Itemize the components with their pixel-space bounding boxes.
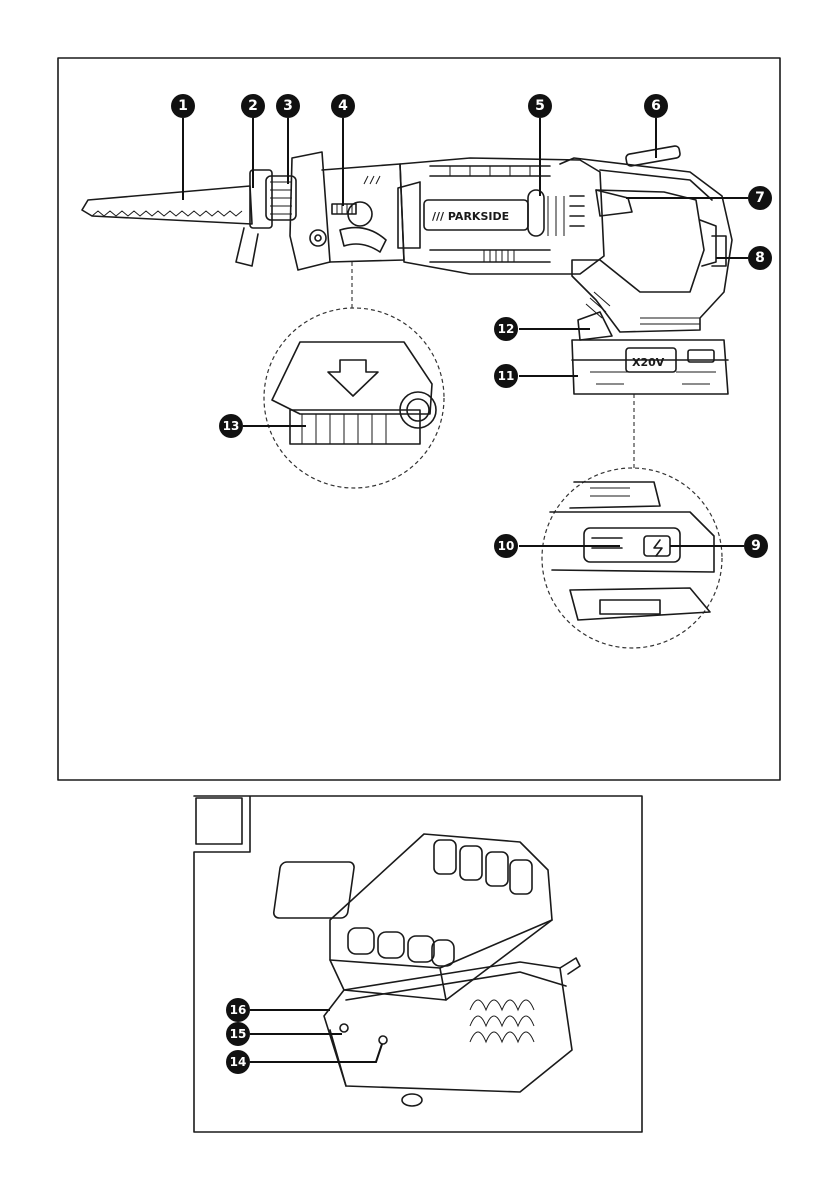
- callout-8: 8: [748, 246, 772, 270]
- svg-text:8: 8: [755, 250, 765, 266]
- callout-5: 5: [528, 94, 552, 118]
- svg-text:15: 15: [230, 1027, 247, 1041]
- charger-led-green: [379, 1036, 387, 1044]
- callout-16: 16: [226, 998, 250, 1022]
- callout-14: 14: [226, 1050, 250, 1074]
- charger-base: [324, 962, 572, 1092]
- callout-10: 10: [494, 534, 518, 558]
- callout-2: 2: [241, 94, 265, 118]
- svg-text:14: 14: [230, 1055, 247, 1069]
- svg-text:10: 10: [498, 539, 515, 553]
- callout-11: 11: [494, 364, 518, 388]
- charger-with-battery: [273, 834, 580, 1106]
- svg-text:13: 13: [223, 419, 240, 433]
- svg-text:11: 11: [498, 369, 515, 383]
- callout-13: 13: [219, 414, 243, 438]
- callout-9: 9: [744, 534, 768, 558]
- callout-3: 3: [276, 94, 300, 118]
- svg-text:3: 3: [283, 98, 293, 114]
- svg-text:2: 2: [248, 98, 258, 114]
- svg-text:4: 4: [338, 98, 348, 114]
- callout-1: 1: [171, 94, 195, 118]
- callout-6: 6: [644, 94, 668, 118]
- svg-text:1: 1: [178, 98, 188, 114]
- blade-clamp: [236, 170, 296, 266]
- callout-12: 12: [494, 317, 518, 341]
- svg-text:16: 16: [230, 1003, 247, 1017]
- detail-circle-left: [264, 308, 444, 488]
- charger-led-red: [340, 1024, 348, 1032]
- svg-text:9: 9: [751, 538, 761, 554]
- svg-text:12: 12: [498, 322, 515, 336]
- svg-text:6: 6: [651, 98, 661, 114]
- callout-7: 7: [748, 186, 772, 210]
- motor-body: /// PARKSIDE: [398, 158, 604, 274]
- brand-label: /// PARKSIDE: [432, 210, 509, 223]
- front-housing: [322, 164, 404, 262]
- saw-blade: [82, 186, 252, 224]
- panel-b-frame: [194, 796, 642, 1132]
- callout-4: 4: [331, 94, 355, 118]
- callout-15: 15: [226, 1022, 250, 1046]
- svg-text:7: 7: [755, 190, 765, 206]
- panel-b-label-box: [196, 798, 242, 844]
- rear-handle: [560, 145, 732, 332]
- svg-text:5: 5: [535, 98, 545, 114]
- battery-logo: X20V: [632, 356, 665, 369]
- detail-circle-right: [542, 468, 722, 648]
